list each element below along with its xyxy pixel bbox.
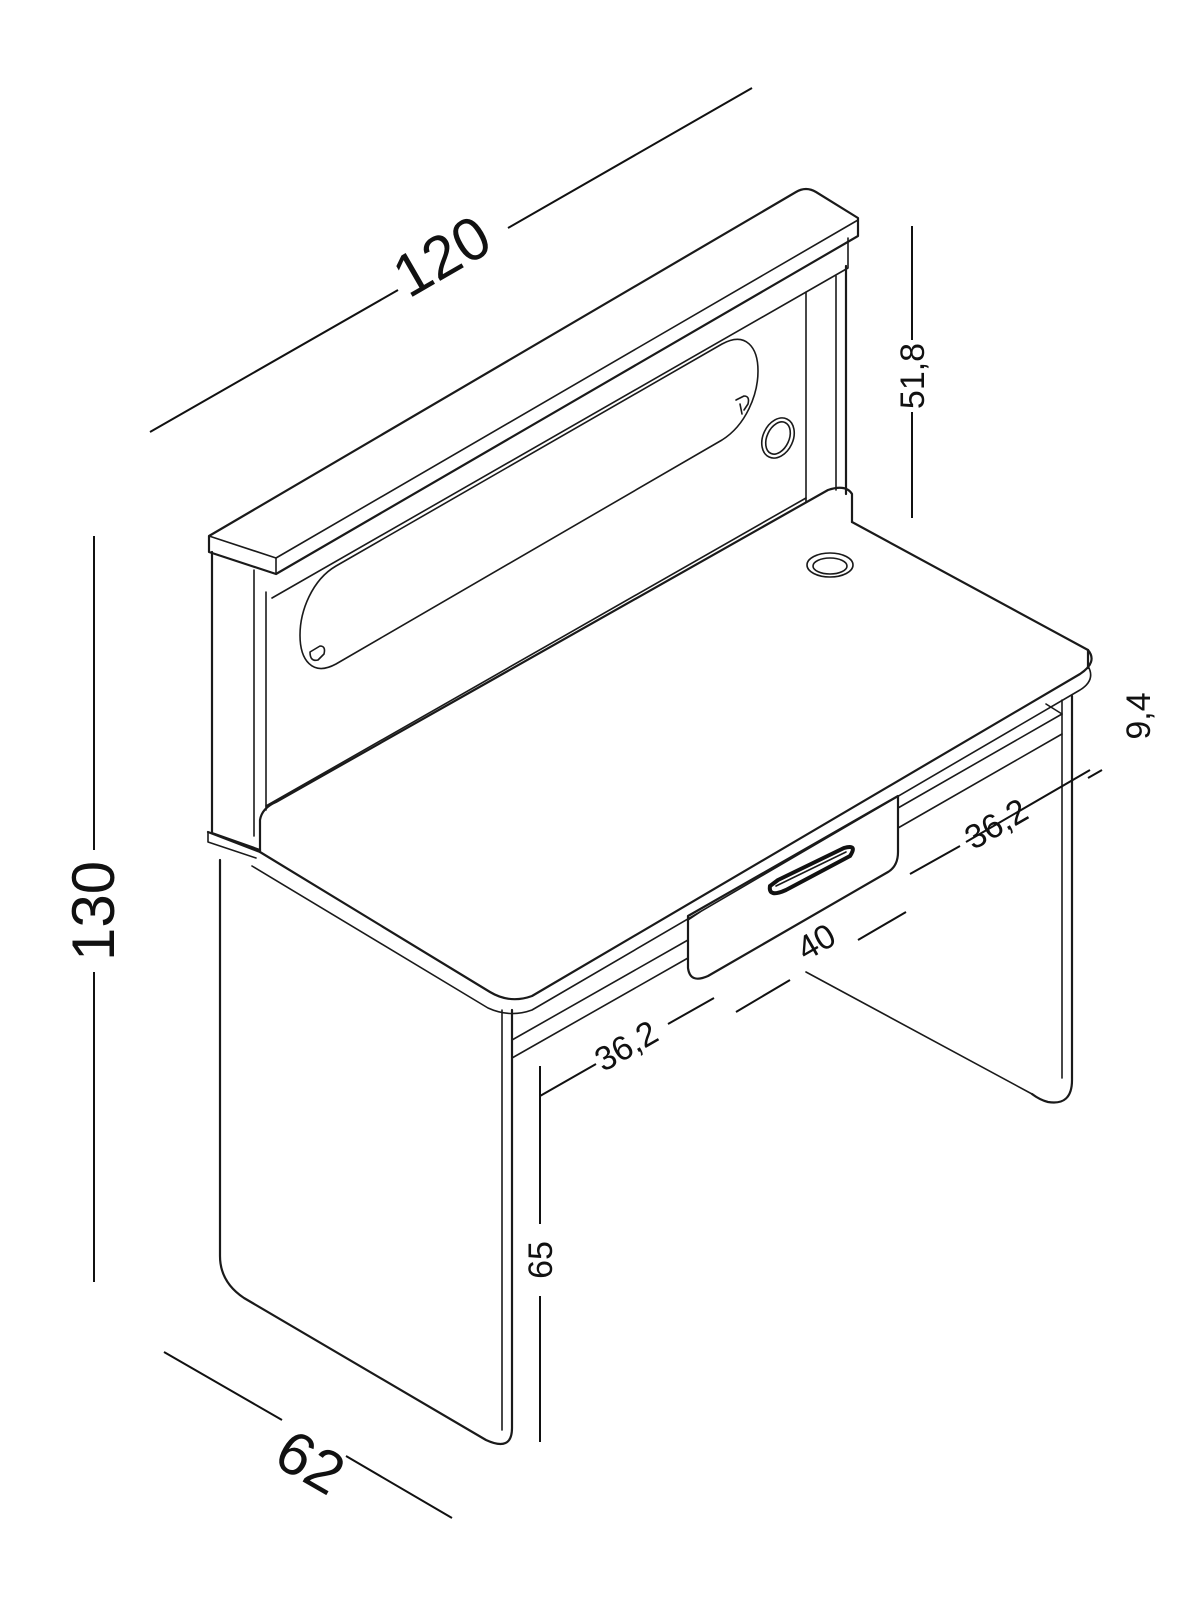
dim-line-right-opening xyxy=(909,769,1091,875)
dim-line-width xyxy=(149,87,753,433)
back-stretcher xyxy=(511,939,689,1041)
dimension-labels: 120 130 62 51,8 9,4 36,2 40 36,2 65 xyxy=(60,202,1158,1508)
dim-line-depth xyxy=(163,1351,453,1519)
dimension-lines xyxy=(93,87,1103,1519)
dim-depth-label: 62 xyxy=(265,1417,356,1508)
hutch xyxy=(206,187,860,859)
dim-line-left-opening xyxy=(539,997,715,1097)
hutch-left-panel xyxy=(210,550,262,852)
dim-drawer-height-label: 9,4 xyxy=(1120,692,1158,739)
dim-hutch-height-label: 51,8 xyxy=(894,343,932,409)
drawer-front xyxy=(686,794,900,980)
desk xyxy=(218,520,1093,1446)
desk-cable-hole xyxy=(806,552,854,578)
dim-left-opening-label: 36,2 xyxy=(588,1013,664,1079)
hutch-cable-hole xyxy=(760,417,796,459)
desk-top xyxy=(258,520,1093,1001)
hutch-base-rail xyxy=(206,486,854,854)
hutch-top-board xyxy=(207,187,860,576)
dim-right-opening-label: 36,2 xyxy=(958,791,1034,857)
dim-leg-height-label: 65 xyxy=(522,1241,560,1279)
dim-width-label: 120 xyxy=(382,202,502,310)
left-leg xyxy=(218,858,514,1446)
right-leg xyxy=(1030,694,1074,1104)
dim-line-drawer-width xyxy=(735,911,907,1013)
pill-board xyxy=(299,338,759,670)
dim-line-drawer-height xyxy=(1087,769,1103,779)
dim-total-height-label: 130 xyxy=(60,861,127,961)
